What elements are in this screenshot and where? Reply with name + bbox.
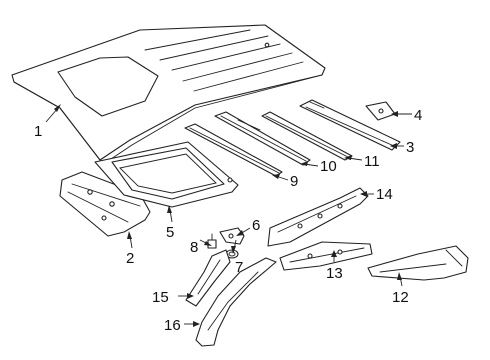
roof-side-rail: [267, 187, 369, 247]
callout-9: 9: [290, 173, 298, 190]
roof-bow-rear: [261, 111, 353, 161]
callout-11: 11: [364, 153, 380, 170]
sunroof-opening: [57, 56, 159, 117]
callout-8: 8: [190, 239, 198, 256]
callout-4: 4: [414, 107, 422, 124]
roof-bow-front: [184, 123, 283, 177]
roof-bracket-plate: [365, 101, 396, 121]
rear-roof-header: [299, 99, 401, 151]
callout-12: 12: [392, 289, 409, 306]
front-roof-header: [59, 171, 151, 237]
inner-side-rail: [279, 241, 373, 271]
rear-pillar: [195, 257, 277, 347]
callout-15: 15: [152, 289, 169, 306]
sunroof-frame: [94, 141, 239, 208]
callout-1: 1: [34, 123, 42, 140]
roof-bow-center: [214, 111, 311, 166]
leader-lines: [45, 104, 412, 327]
callout-6: 6: [252, 217, 260, 234]
callout-2: 2: [126, 250, 134, 267]
callout-3: 3: [406, 139, 414, 156]
callout-14: 14: [376, 186, 393, 203]
callout-5: 5: [166, 224, 174, 241]
roof-panel: [11, 24, 326, 166]
callout-10: 10: [320, 158, 337, 175]
center-pillar-reinforcement: [185, 249, 231, 307]
bolt: [207, 233, 217, 249]
callout-7: 7: [235, 259, 243, 276]
callout-16: 16: [164, 317, 181, 334]
callout-13: 13: [326, 265, 343, 282]
rear-quarter-reinforcement: [367, 245, 469, 281]
mounting-clip: [219, 227, 245, 245]
